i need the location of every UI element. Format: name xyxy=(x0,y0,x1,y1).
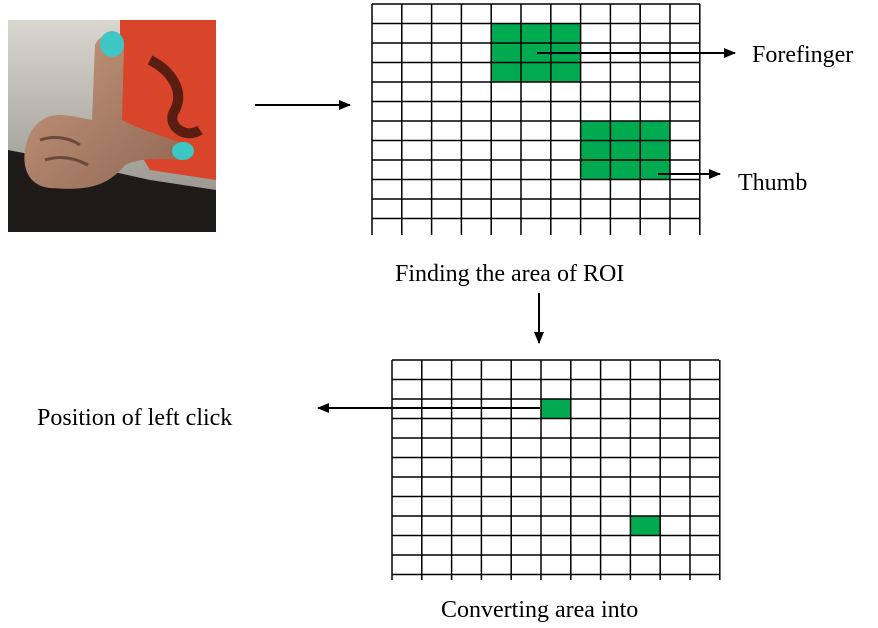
thumb-region xyxy=(580,121,670,180)
forefinger-tip-marker xyxy=(100,31,124,57)
click-grid-bottom xyxy=(391,359,721,580)
thumb-tip-marker xyxy=(172,142,194,160)
thumb-label: Thumb xyxy=(738,170,807,196)
hand-gesture-photo xyxy=(8,20,216,232)
thumb-click-cell xyxy=(630,516,661,536)
converting-caption: Converting area into xyxy=(441,597,638,623)
left-click-label: Position of left click xyxy=(37,405,232,431)
roi-grid-top xyxy=(371,3,701,235)
finding-roi-caption: Finding the area of ROI xyxy=(395,261,624,287)
forefinger-label: Forefinger xyxy=(752,42,853,68)
left-click-cell xyxy=(541,399,571,419)
